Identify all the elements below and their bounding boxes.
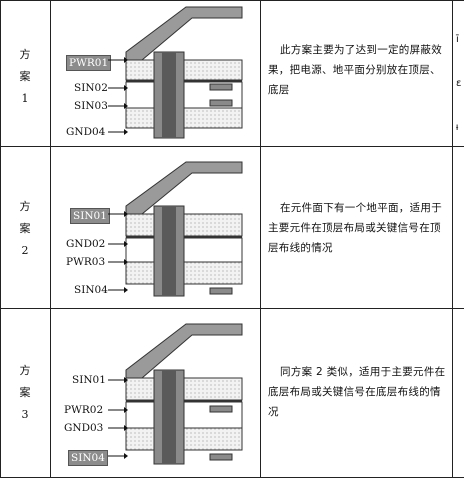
cropped-text: ī — [456, 34, 459, 45]
layer-label: SIN01 — [70, 208, 110, 224]
scheme-char: 方 — [19, 200, 31, 213]
layer-label: SIN01 — [72, 374, 106, 386]
column-divider — [50, 0, 51, 478]
layer-label: PWR01 — [66, 55, 112, 71]
cropped-text: ε — [456, 78, 462, 89]
scheme-number: 3 — [21, 408, 29, 421]
arrow-icon — [108, 241, 128, 247]
scheme-label: 方 案 3 — [8, 360, 42, 426]
table-row: 方 案 3 SIN01 PWR02 GND03 SIN04 — [0, 308, 464, 478]
scheme-description: 此方案主要为了达到一定的屏蔽效果，把电源、地平面分别放在顶层、底层 — [268, 44, 442, 96]
scheme-label: 方 案 2 — [8, 196, 42, 262]
arrow-icon — [108, 259, 128, 265]
row-divider — [0, 308, 464, 309]
scheme-char: 案 — [19, 222, 31, 235]
arrow-icon — [108, 407, 128, 413]
table-row: 方 案 2 SIN01 GND02 PWR03 SIN04 — [0, 146, 464, 308]
row-divider — [0, 146, 464, 147]
column-divider — [0, 0, 1, 478]
layer-label: SIN04 — [68, 450, 108, 466]
stackup-diagram — [125, 161, 243, 297]
arrow-icon — [108, 211, 128, 217]
layer-label: SIN03 — [74, 100, 108, 112]
arrow-icon — [108, 103, 128, 109]
scheme-number: 2 — [21, 244, 29, 257]
layer-label: GND04 — [66, 126, 106, 138]
layer-label: GND03 — [64, 422, 104, 434]
scheme-char: 方 — [19, 364, 31, 377]
scheme-description: 在元件面下有一个地平面，适用于主要元件在顶层布局或关键信号在顶层布线的情况 — [268, 202, 442, 254]
table-border-top — [0, 0, 464, 1]
scheme-char: 案 — [19, 386, 31, 399]
stackup-diagram — [125, 4, 243, 142]
stackup-diagram — [125, 323, 243, 465]
table-row: 方 案 1 PWR01 SIN02 — [0, 0, 464, 146]
scheme-description: 同方案 2 类似，适用于主要元件在底层布局或关键信号在底层布线的情况 — [268, 366, 446, 418]
arrow-icon — [108, 57, 128, 63]
scheme-char: 方 — [19, 48, 31, 61]
arrow-icon — [108, 85, 128, 91]
arrow-icon — [108, 453, 128, 459]
cropped-text: ᵼ — [456, 122, 459, 133]
layer-label: GND02 — [66, 238, 106, 250]
layer-label: SIN02 — [74, 82, 108, 94]
scheme-number: 1 — [21, 92, 29, 105]
column-divider — [260, 0, 261, 478]
layer-label: SIN04 — [74, 284, 108, 296]
arrow-icon — [108, 425, 128, 431]
scheme-char: 案 — [19, 70, 31, 83]
arrow-icon — [108, 287, 128, 293]
layer-label: PWR02 — [64, 404, 104, 416]
arrow-icon — [108, 377, 128, 383]
arrow-icon — [108, 129, 128, 135]
scheme-label: 方 案 1 — [8, 44, 42, 110]
layer-label: PWR03 — [66, 256, 106, 268]
column-divider — [452, 0, 453, 478]
